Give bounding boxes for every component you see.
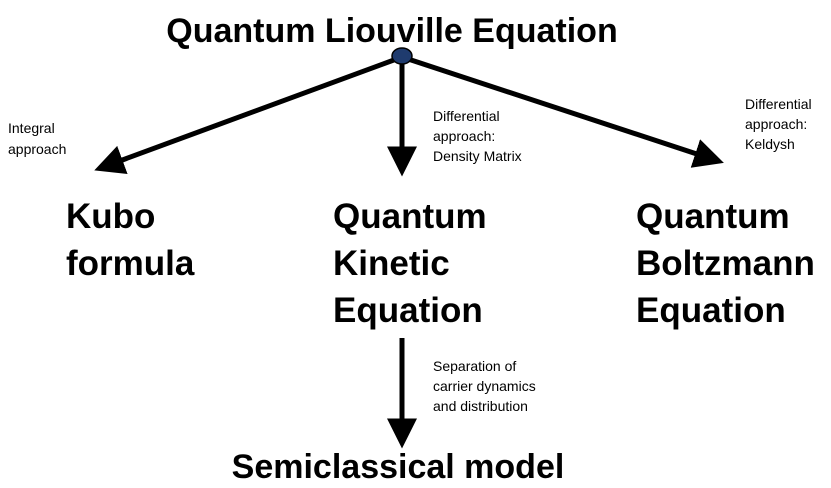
label-line: carrier dynamics — [433, 378, 536, 394]
node-line: Kinetic — [333, 244, 450, 283]
arrow-to-quantum-boltzmann — [401, 54, 724, 168]
node-quantum-kinetic-equation: Quantum Kinetic Equation — [333, 197, 496, 330]
node-semiclassical-model: Semiclassical model — [232, 448, 565, 486]
label-line: Differential — [745, 96, 812, 112]
label-density-matrix: Differential approach: Density Matrix — [433, 108, 522, 164]
label-line: and distribution — [433, 398, 528, 414]
node-quantum-boltzmann-equation: Quantum Boltzmann Equation — [636, 197, 825, 330]
label-separation: Separation of carrier dynamics and distr… — [433, 358, 540, 414]
label-line: Separation of — [433, 358, 516, 374]
hub-node — [391, 47, 413, 65]
node-line: Boltzmann — [636, 244, 815, 283]
label-line: Differential — [433, 108, 500, 124]
label-line: Integral — [8, 120, 55, 136]
node-line: Quantum — [636, 197, 790, 236]
label-line: Density Matrix — [433, 148, 522, 164]
label-line: approach: — [745, 116, 807, 132]
label-keldysh: Differential approach: Keldysh — [745, 96, 816, 152]
label-integral-approach: Integral approach — [8, 120, 66, 157]
node-line: Equation — [333, 291, 483, 330]
node-line: formula — [66, 244, 195, 283]
diagram-title: Quantum Liouville Equation — [166, 12, 617, 50]
node-line: Kubo — [66, 197, 155, 236]
node-kubo-formula: Kubo formula — [66, 197, 195, 283]
label-line: approach — [8, 141, 66, 157]
label-line: Keldysh — [745, 136, 795, 152]
arrow-to-kubo — [94, 54, 403, 175]
node-line: Quantum — [333, 197, 487, 236]
label-line: approach: — [433, 128, 495, 144]
node-line: Equation — [636, 291, 786, 330]
